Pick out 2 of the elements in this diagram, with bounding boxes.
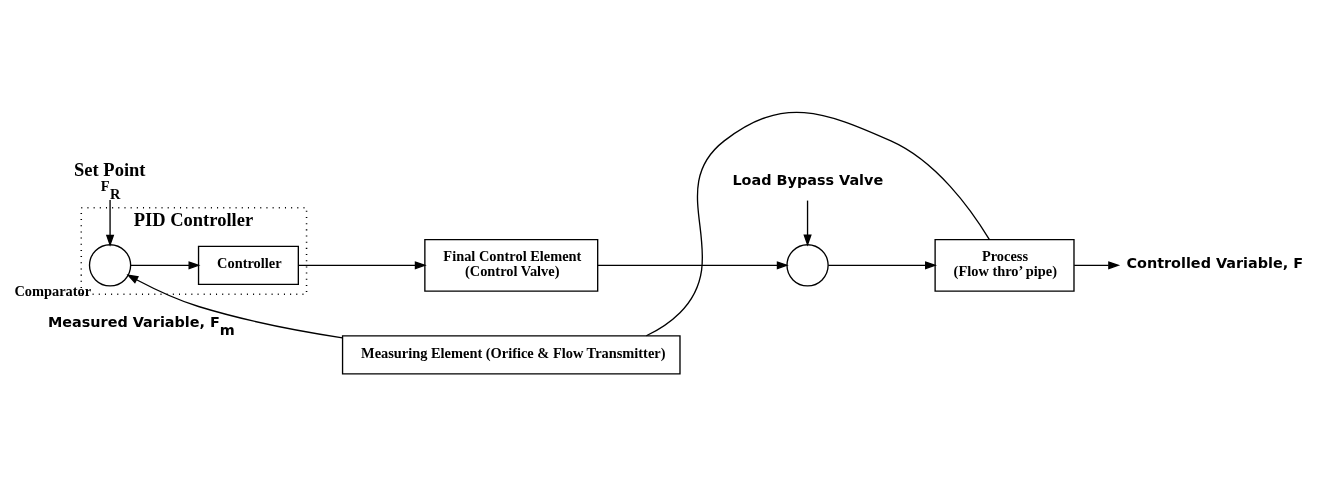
node-text: Load Bypass Valve [732, 171, 884, 188]
node-text: Controlled Variable, F [1126, 254, 1304, 271]
